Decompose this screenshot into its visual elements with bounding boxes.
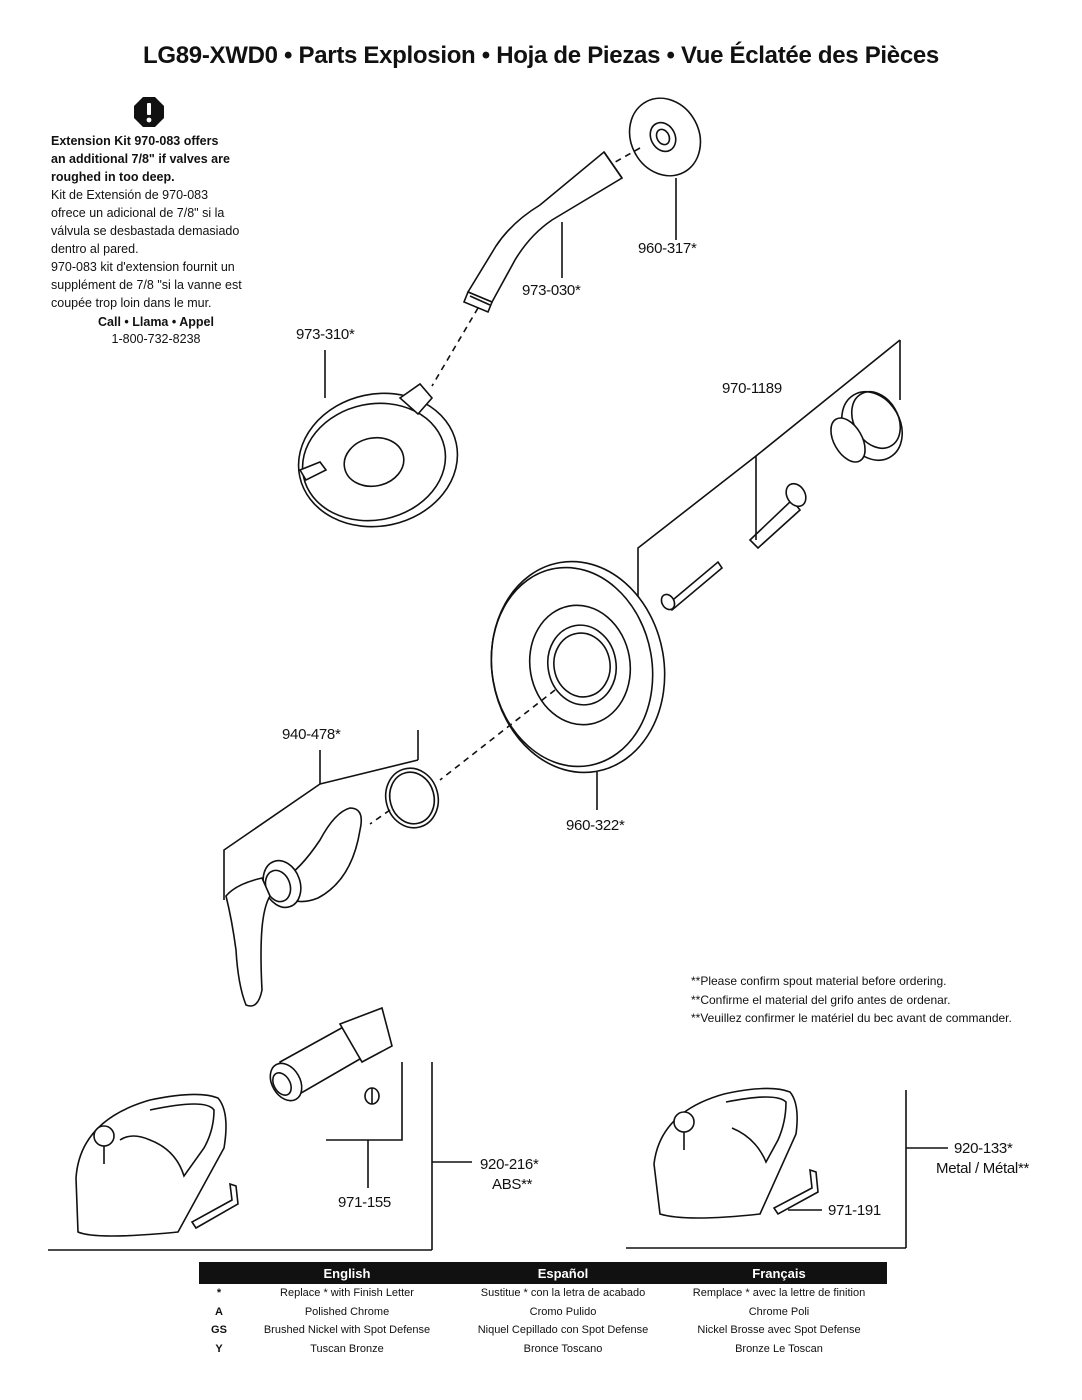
escutcheon-plate <box>490 560 666 774</box>
note-fr-line-1: 970-083 kit d'extension fournit un <box>51 260 235 274</box>
label-920-133-material: Metal / Métal** <box>936 1160 1030 1177</box>
legend-fr: Chrome Poli <box>748 1305 810 1318</box>
legend-en: Tuscan Bronze <box>310 1343 384 1356</box>
legend-header-espanol: Español <box>537 1265 589 1281</box>
label-920-216: 920-216* <box>480 1156 539 1173</box>
spout-abs <box>75 1093 239 1237</box>
legend-es: Bronce Toscano <box>523 1343 603 1356</box>
label-971-155: 971-155 <box>338 1194 391 1211</box>
confirm-en: **Please confirm spout material before o… <box>691 974 947 988</box>
legend-row: GS Brushed Nickel with Spot Defense Niqu… <box>199 1321 887 1340</box>
legend-row: Y Tuscan Bronze Bronce Toscano Bronze Le… <box>199 1340 887 1359</box>
legend-code: Y <box>215 1343 223 1356</box>
call-label: Call • Llama • Appel <box>98 315 214 329</box>
confirm-fr: **Veuillez confirmer le matériel du bec … <box>691 1011 1012 1025</box>
legend-header-english: English <box>323 1265 371 1281</box>
phone-number: 1-800-732-8238 <box>111 332 201 346</box>
lever-handle <box>225 807 363 1007</box>
note-en-line-3: roughed in too deep. <box>51 170 175 184</box>
legend-code: GS <box>211 1324 227 1337</box>
label-960-322: 960-322* <box>566 817 625 834</box>
finish-legend-table: English Español Français * Replace * wit… <box>199 1262 887 1358</box>
legend-es: Niquel Cepillado con Spot Defense <box>477 1324 649 1337</box>
legend-es: Cromo Pulido <box>529 1305 597 1318</box>
o-ring <box>384 767 440 829</box>
note-en-line-1: Extension Kit 970-083 offers <box>51 134 219 148</box>
note-fr-line-2: supplément de 7/8 "si la vanne est <box>51 278 242 292</box>
note-es-line-4: dentro al pared. <box>51 242 139 256</box>
label-960-317: 960-317* <box>638 240 697 257</box>
label-920-133: 920-133* <box>954 1140 1013 1157</box>
note-es-line-2: ofrece un adicional de 7/8" si la <box>51 206 225 220</box>
label-973-030: 973-030* <box>522 282 581 299</box>
legend-en: Polished Chrome <box>304 1305 390 1318</box>
label-971-191: 971-191 <box>828 1202 881 1219</box>
shower-arm-flange <box>628 97 702 177</box>
label-920-216-material: ABS** <box>492 1176 533 1193</box>
bonnet-nut <box>830 390 903 463</box>
shower-head <box>297 382 459 528</box>
legend-fr: Nickel Brosse avec Spot Defense <box>697 1324 861 1337</box>
legend-es: Sustitue * con la letra de acabado <box>480 1287 646 1300</box>
legend-en: Brushed Nickel with Spot Defense <box>263 1324 431 1337</box>
exclamation-octagon-icon <box>134 97 164 127</box>
label-970-1189: 970-1189 <box>722 380 782 397</box>
diverter-assembly <box>269 1006 393 1105</box>
note-es-line-3: válvula se desbastada demasiado <box>51 224 240 238</box>
stem-extension <box>748 482 807 550</box>
page-title: LG89-XWD0 • Parts Explosion • Hoja de Pi… <box>143 42 939 69</box>
legend-header-francais: Français <box>752 1265 806 1281</box>
spout-metal <box>653 1087 819 1219</box>
legend-header-row: English Español Français <box>199 1262 887 1284</box>
legend-fr: Bronze Le Toscan <box>735 1343 823 1356</box>
note-es-line-1: Kit de Extensión de 970-083 <box>51 188 209 202</box>
confirm-es: **Confirme el material del grifo antes d… <box>691 992 951 1007</box>
label-940-478: 940-478* <box>282 726 341 743</box>
legend-code: A <box>215 1305 223 1318</box>
contact-block: Call • Llama • Appel 1-800-732-8238 <box>51 314 261 348</box>
legend-row: A Polished Chrome Cromo Pulido Chrome Po… <box>199 1303 887 1322</box>
handle-screw <box>660 560 724 612</box>
legend-row: * Replace * with Finish Letter Sustitue … <box>199 1284 887 1303</box>
label-973-310: 973-310* <box>296 326 355 343</box>
spout-material-note: **Please confirm spout material before o… <box>691 972 1012 1028</box>
legend-code: * <box>216 1287 222 1300</box>
legend-fr: Remplace * avec la lettre de finition <box>692 1287 866 1300</box>
shower-arm <box>462 150 624 314</box>
extension-kit-note: Extension Kit 970-083 offers an addition… <box>51 133 271 348</box>
note-fr-line-3: coupée trop loin dans le mur. <box>51 296 212 310</box>
legend-en: Replace * with Finish Letter <box>280 1287 414 1300</box>
note-en-line-2: an additional 7/8" if valves are <box>51 152 230 166</box>
